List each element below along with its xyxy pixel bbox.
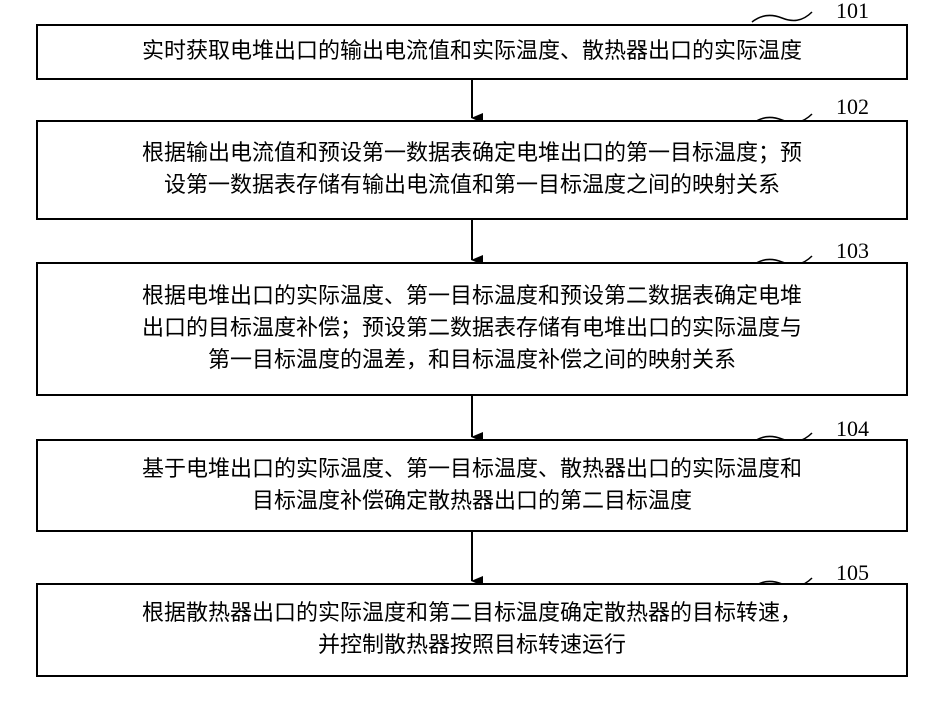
- step-103-line-2: 出口的目标温度补偿；预设第二数据表存储有电堆出口的实际温度与: [142, 313, 802, 345]
- step-box-102: 根据输出电流值和预设第一数据表确定电堆出口的第一目标温度；预 设第一数据表存储有…: [36, 120, 908, 220]
- step-number-101: 101: [836, 0, 869, 22]
- step-103-line-1: 根据电堆出口的实际温度、第一目标温度和预设第二数据表确定电堆: [142, 281, 802, 313]
- step-105-line-1: 根据散热器出口的实际温度和第二目标温度确定散热器的目标转速，: [142, 598, 802, 630]
- step-number-105: 105: [836, 562, 869, 584]
- step-105-line-2: 并控制散热器按照目标转速运行: [318, 630, 626, 662]
- step-102-line-2: 设第一数据表存储有输出电流值和第一目标温度之间的映射关系: [164, 170, 780, 202]
- step-101-line-1: 实时获取电堆出口的输出电流值和实际温度、散热器出口的实际温度: [142, 36, 802, 68]
- step-box-101: 实时获取电堆出口的输出电流值和实际温度、散热器出口的实际温度: [36, 24, 908, 80]
- leader-101: [752, 12, 812, 22]
- step-box-103: 根据电堆出口的实际温度、第一目标温度和预设第二数据表确定电堆 出口的目标温度补偿…: [36, 262, 908, 396]
- step-number-103: 103: [836, 240, 869, 262]
- step-103-line-3: 第一目标温度的温差，和目标温度补偿之间的映射关系: [208, 345, 736, 377]
- step-104-line-2: 目标温度补偿确定散热器出口的第二目标温度: [252, 486, 692, 518]
- step-104-line-1: 基于电堆出口的实际温度、第一目标温度、散热器出口的实际温度和: [142, 454, 802, 486]
- step-102-line-1: 根据输出电流值和预设第一数据表确定电堆出口的第一目标温度；预: [142, 138, 802, 170]
- step-number-102: 102: [836, 96, 869, 118]
- step-box-104: 基于电堆出口的实际温度、第一目标温度、散热器出口的实际温度和 目标温度补偿确定散…: [36, 439, 908, 532]
- step-box-105: 根据散热器出口的实际温度和第二目标温度确定散热器的目标转速， 并控制散热器按照目…: [36, 583, 908, 677]
- step-number-104: 104: [836, 418, 869, 440]
